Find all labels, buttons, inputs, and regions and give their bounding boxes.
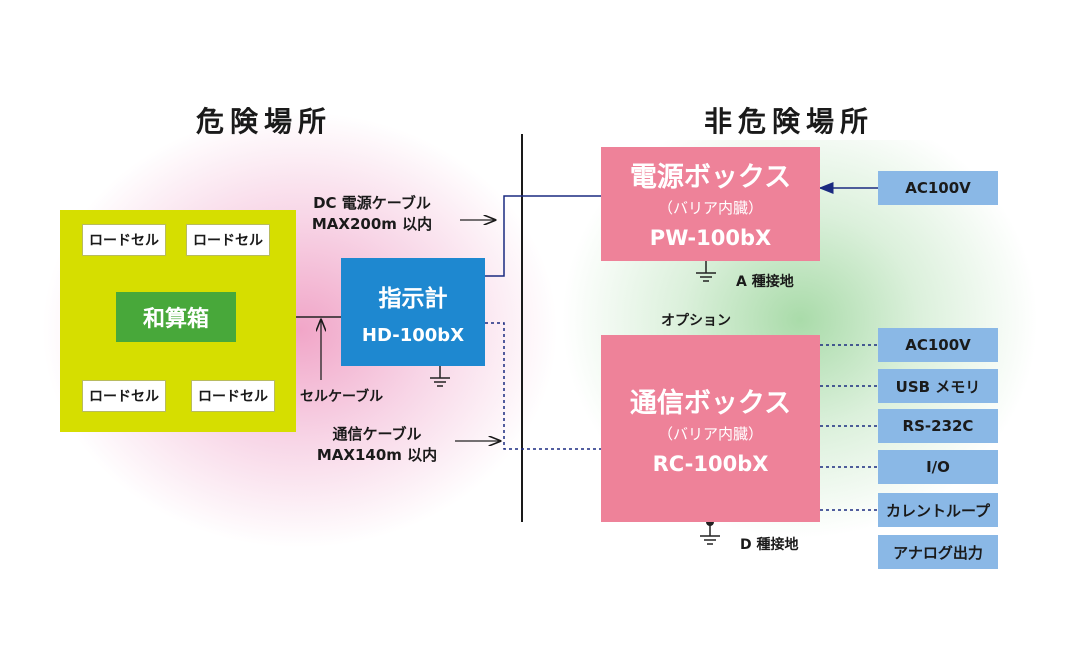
power-box-name: 電源ボックス [629,162,792,193]
load-cell-bottom-left: ロードセル [82,380,166,412]
power-box-model: PW-100bX [649,226,772,250]
power-box: 電源ボックス （バリア内臓） PW-100bX [601,147,820,261]
indicator-model: HD-100bX [361,324,465,346]
comm-cable-length: MAX140m 以内 [316,446,438,464]
ground-d-label: D 種接地 [740,537,799,553]
comm-box: 通信ボックス （バリア内臓） RC-100bX [601,335,820,522]
option-io: I/O [878,450,998,484]
load-cell-top-right: ロードセル [186,224,270,256]
indicator-name: 指示計 [378,285,448,312]
option-rs232c: RS-232C [878,409,998,443]
dc-power-cable-label: DC 電源ケーブル MAX200m 以内 [297,193,447,235]
option-ac100v: AC100V [878,328,998,362]
power-box-note: （バリア内臓） [657,199,763,217]
cell-cable-label: セルケーブル [300,389,384,405]
option-current-loop: カレントループ [878,493,998,527]
hazardous-area-title: 危険場所 [196,105,333,138]
option-usb-memory: USB メモリ [878,369,998,403]
dc-power-cable-length: MAX200m 以内 [311,215,433,233]
option-label: オプション [661,313,731,329]
comm-cable-text: 通信ケーブル [332,425,422,443]
comm-box-note: （バリア内臓） [657,425,763,443]
ground-a-label: A 種接地 [736,274,794,290]
comm-box-name: 通信ボックス [629,388,792,419]
load-cell-top-left: ロードセル [82,224,166,256]
non-hazardous-area-title: 非危険場所 [704,105,875,138]
indicator-box: 指示計 HD-100bX [341,258,485,366]
load-cell-bottom-right: ロードセル [191,380,275,412]
option-analog-output: アナログ出力 [878,535,998,569]
comm-box-model: RC-100bX [652,452,769,476]
power-input-box: AC100V [878,171,998,205]
summing-box: 和算箱 [116,292,236,342]
dc-power-line [485,195,601,277]
comm-cable-label: 通信ケーブル MAX140m 以内 [302,424,452,466]
comm-cable-line [485,322,601,450]
dc-power-cable-text: DC 電源ケーブル [313,194,431,212]
